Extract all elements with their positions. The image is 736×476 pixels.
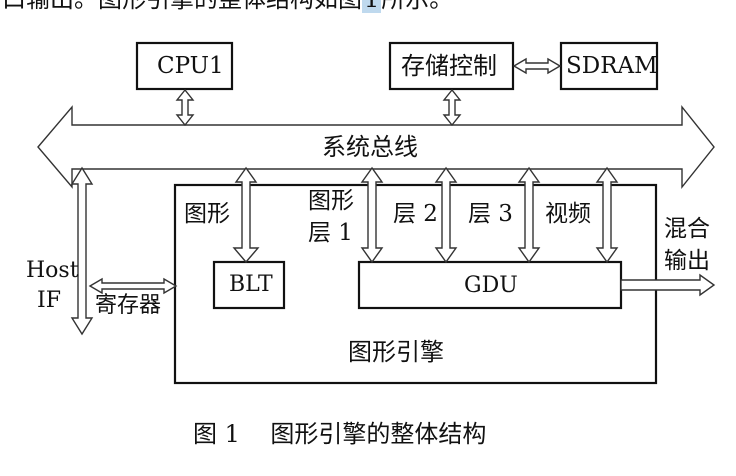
port-video-label: 视频 — [545, 201, 591, 227]
mixed-output-arrow — [620, 273, 716, 297]
system-bus-label: 系统总线 — [322, 133, 418, 161]
video-arrow — [595, 166, 619, 264]
port-layer3-label: 层 3 — [468, 201, 513, 227]
gdu-box — [357, 260, 623, 310]
preceding-text-end: 所示。 — [381, 0, 453, 13]
port-layer2-label: 层 2 — [393, 201, 438, 227]
gdu-label: GDU — [464, 273, 518, 298]
host-if-label-line2: IF — [37, 288, 61, 313]
port-layer1-label-line1: 图形 — [308, 188, 354, 214]
layer2-arrow — [434, 166, 458, 264]
figure-caption: 图 1 图形引擎的整体结构 — [193, 420, 487, 448]
bus-blt-arrow — [232, 166, 260, 264]
memctrl-sdram-arrow — [512, 57, 562, 75]
cpu-label: CPU1 — [157, 53, 224, 79]
memory-control-label: 存储控制 — [401, 52, 497, 80]
sdram-label: SDRAM — [566, 53, 658, 79]
host-if-arrow — [70, 166, 94, 336]
mixed-output-label-line2: 输出 — [664, 248, 710, 274]
cpu-bus-arrow — [175, 88, 195, 127]
register-label: 寄存器 — [95, 293, 162, 318]
graphics-engine-label: 图形引擎 — [348, 338, 444, 366]
port-layer1-label-line2: 层 1 — [308, 220, 353, 246]
highlighted-figure-ref: 1 — [362, 0, 382, 13]
system-bus-arrow — [37, 105, 715, 189]
preceding-text: 口输出。图形引擎的整体结构如图 — [2, 0, 362, 13]
memory-control-box — [388, 41, 515, 91]
mixed-output-label-line1: 混合 — [664, 216, 710, 242]
host-register-arrow — [88, 277, 178, 295]
memctrl-bus-arrow — [442, 88, 462, 127]
layer1-arrow — [360, 166, 384, 264]
preceding-text-line: 口输出。图形引擎的整体结构如图1所示。 — [0, 0, 736, 14]
blt-box — [212, 260, 286, 310]
blt-label: BLT — [229, 272, 273, 297]
sdram-box — [559, 41, 659, 91]
cpu-box — [135, 41, 234, 91]
host-if-label-line1: Host — [26, 258, 79, 283]
port-graphics-label: 图形 — [184, 201, 230, 227]
layer3-arrow — [517, 166, 541, 264]
